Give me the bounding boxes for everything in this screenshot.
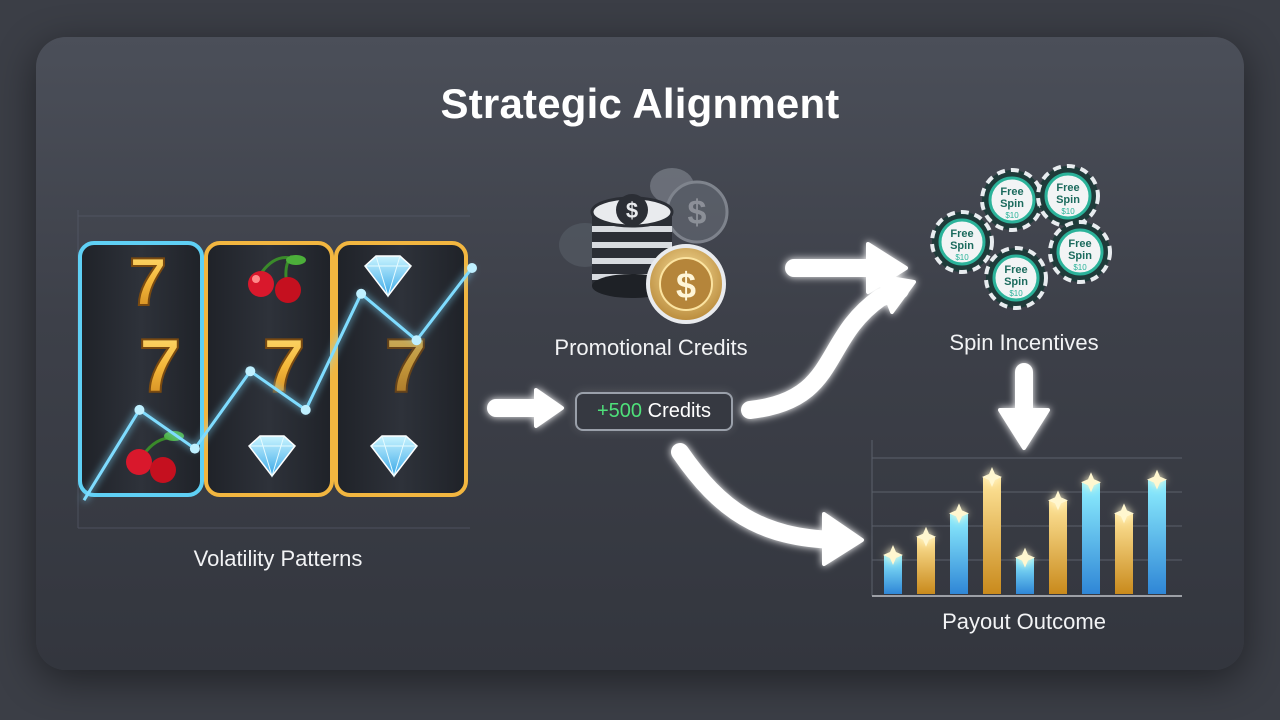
seven-icon: 7 [139, 324, 181, 409]
promotional-chips-illustration: $ $ $ [559, 168, 729, 324]
sparkle-icon [982, 467, 1002, 487]
payout-bar [1148, 479, 1166, 594]
spin-label: Spin Incentives [949, 330, 1099, 355]
flow-arrows [487, 242, 1050, 566]
svg-text:Free: Free [1000, 186, 1023, 198]
cherry-icon [248, 254, 306, 303]
cherry-icon [126, 431, 184, 483]
credits-badge: +500 Credits [575, 392, 733, 431]
page-title: Strategic Alignment [440, 80, 840, 127]
svg-text:$10: $10 [1009, 289, 1023, 298]
svg-text:Spin: Spin [950, 240, 974, 252]
seven-icon: 7 [385, 324, 427, 409]
svg-text:$: $ [688, 194, 707, 232]
payout-bar [884, 555, 902, 594]
seven-icon: 7 [129, 244, 167, 320]
svg-text:Free: Free [1004, 264, 1027, 276]
sparkle-icon [883, 545, 903, 565]
payout-bar [1016, 557, 1034, 594]
payout-bar [1082, 482, 1100, 594]
volatility-point [245, 366, 256, 377]
svg-text:$10: $10 [1005, 211, 1019, 220]
gold-chip-icon: $ [646, 244, 726, 324]
volatility-point [189, 443, 200, 454]
svg-text:Spin: Spin [1056, 194, 1080, 206]
payout-bar [1115, 513, 1133, 594]
svg-text:$: $ [676, 265, 696, 306]
sparkle-icon [916, 526, 936, 547]
svg-text:Free: Free [1056, 182, 1079, 194]
svg-text:Spin: Spin [1068, 250, 1092, 262]
spin-chips-illustration: FreeSpin$10FreeSpin$10FreeSpin$10FreeSpi… [930, 164, 1112, 310]
volatility-label: Volatility Patterns [193, 546, 363, 571]
volatility-point [467, 263, 477, 273]
volatility-point [134, 404, 145, 415]
payout-bar [983, 477, 1001, 594]
sparkle-icon [1081, 472, 1101, 493]
credits-unit: Credits [647, 400, 711, 422]
payout-label: Payout Outcome [942, 609, 1106, 634]
payout-bar [917, 536, 935, 594]
svg-text:Spin: Spin [1004, 276, 1028, 288]
svg-text:Spin: Spin [1000, 198, 1024, 210]
diamond-icon [247, 435, 297, 478]
arrow-credits-to-spin [741, 281, 909, 419]
sparkle-icon [1015, 547, 1035, 568]
diamond-icon [369, 435, 419, 478]
svg-text:$10: $10 [1061, 207, 1075, 216]
svg-text:$10: $10 [1073, 263, 1087, 272]
svg-text:Free: Free [950, 228, 973, 240]
promotional-label: Promotional Credits [554, 335, 748, 360]
dollar-icon: $ [626, 198, 638, 223]
credits-amount: +500 [597, 400, 643, 422]
volatility-point [356, 288, 367, 299]
diamond-icon [363, 255, 413, 298]
volatility-line [82, 267, 474, 501]
sparkle-icon [949, 503, 969, 524]
svg-text:Free: Free [1068, 238, 1091, 250]
sparkle-icon [1114, 503, 1134, 524]
volatility-point [411, 335, 422, 346]
payout-chart [871, 440, 1182, 597]
sparkle-icon [1048, 490, 1068, 511]
svg-text:$10: $10 [955, 253, 969, 262]
volatility-point [300, 404, 311, 415]
payout-bar [1049, 500, 1067, 594]
payout-bar [950, 513, 968, 594]
arrow-credits-to-payout [671, 443, 845, 549]
slot-machine-illustration: 7 7 7 7 [77, 210, 477, 529]
sparkle-icon [1147, 469, 1167, 490]
